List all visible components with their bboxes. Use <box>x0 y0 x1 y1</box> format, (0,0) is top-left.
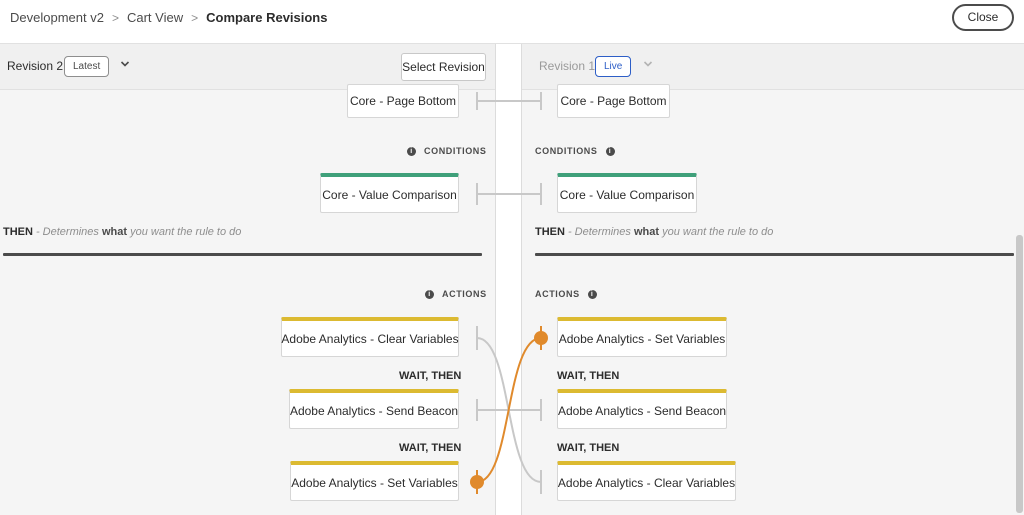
chevron-down-icon[interactable] <box>120 59 130 72</box>
left-action-card-2[interactable]: Adobe Analytics - Send Beacon <box>289 389 459 429</box>
left-actions-label: i ACTIONS <box>425 289 487 299</box>
page-title: Compare Revisions <box>206 10 328 25</box>
page-header: Development v2 > Cart View > Compare Rev… <box>0 0 1024 44</box>
breadcrumb-item-rule[interactable]: Cart View <box>126 10 184 25</box>
right-action-card-2[interactable]: Adobe Analytics - Send Beacon <box>557 389 727 429</box>
left-action-card-3[interactable]: Adobe Analytics - Set Variables <box>290 461 459 501</box>
latest-badge: Latest <box>64 56 110 77</box>
close-button[interactable]: Close <box>952 4 1014 31</box>
left-wait-label-1: WAIT, THEN <box>399 370 462 382</box>
right-condition-card[interactable]: Core - Value Comparison <box>557 173 697 213</box>
right-actions-label: ACTIONS i <box>535 289 597 299</box>
info-icon[interactable]: i <box>407 146 416 156</box>
info-icon[interactable]: i <box>425 289 434 299</box>
then-desc-end: you want the rule to do <box>659 226 774 238</box>
right-then-divider <box>535 253 1014 256</box>
left-condition-card[interactable]: Core - Value Comparison <box>320 173 459 213</box>
revision-divider <box>495 44 522 515</box>
then-key: THEN <box>3 226 33 238</box>
left-then-divider <box>3 253 482 256</box>
conditions-label-text: CONDITIONS <box>535 146 598 156</box>
then-desc-end: you want the rule to do <box>127 226 242 238</box>
left-wait-label-2: WAIT, THEN <box>399 442 462 454</box>
breadcrumb: Development v2 > Cart View > Compare Rev… <box>10 10 327 25</box>
scrollbar-thumb[interactable] <box>1016 235 1023 513</box>
then-desc: - Determines <box>567 226 634 238</box>
moved-marker-left <box>470 475 484 489</box>
info-icon[interactable]: i <box>587 289 597 299</box>
conditions-label-text: CONDITIONS <box>424 146 487 156</box>
actions-label-text: ACTIONS <box>442 289 487 299</box>
moved-marker-right <box>534 331 548 345</box>
chevron-right-icon: > <box>191 10 199 25</box>
then-key: THEN <box>535 226 565 238</box>
left-event-card[interactable]: Core - Page Bottom <box>347 84 459 118</box>
live-badge: Live <box>595 56 632 77</box>
info-icon[interactable]: i <box>605 146 615 156</box>
left-revision-label: Revision 2 <box>7 59 64 73</box>
then-desc: - Determines <box>35 226 102 238</box>
right-action-card-3[interactable]: Adobe Analytics - Clear Variables <box>557 461 736 501</box>
breadcrumb-item-property[interactable]: Development v2 <box>10 10 104 25</box>
chevron-down-icon[interactable] <box>643 59 653 72</box>
right-revision-label: Revision 1 <box>539 59 596 73</box>
right-wait-label-2: WAIT, THEN <box>557 442 620 454</box>
actions-label-text: ACTIONS <box>535 289 580 299</box>
chevron-right-icon: > <box>111 10 119 25</box>
right-action-card-1[interactable]: Adobe Analytics - Set Variables <box>557 317 727 357</box>
then-desc-bold: what <box>633 226 660 238</box>
right-wait-label-1: WAIT, THEN <box>557 370 620 382</box>
left-then-heading: THEN- Determines what you want the rule … <box>3 226 241 238</box>
then-desc-bold: what <box>101 226 128 238</box>
right-then-heading: THEN- Determines what you want the rule … <box>535 226 773 238</box>
select-revision-button[interactable]: Select Revision <box>401 53 486 81</box>
left-action-card-1[interactable]: Adobe Analytics - Clear Variables <box>281 317 459 357</box>
right-revision-bar: Revision 1 Live <box>522 44 1024 90</box>
left-revision-bar: Revision 2 Latest Select Revision <box>0 44 495 90</box>
left-conditions-label: i CONDITIONS <box>407 146 487 156</box>
right-conditions-label: CONDITIONS i <box>535 146 615 156</box>
right-event-card[interactable]: Core - Page Bottom <box>557 84 670 118</box>
